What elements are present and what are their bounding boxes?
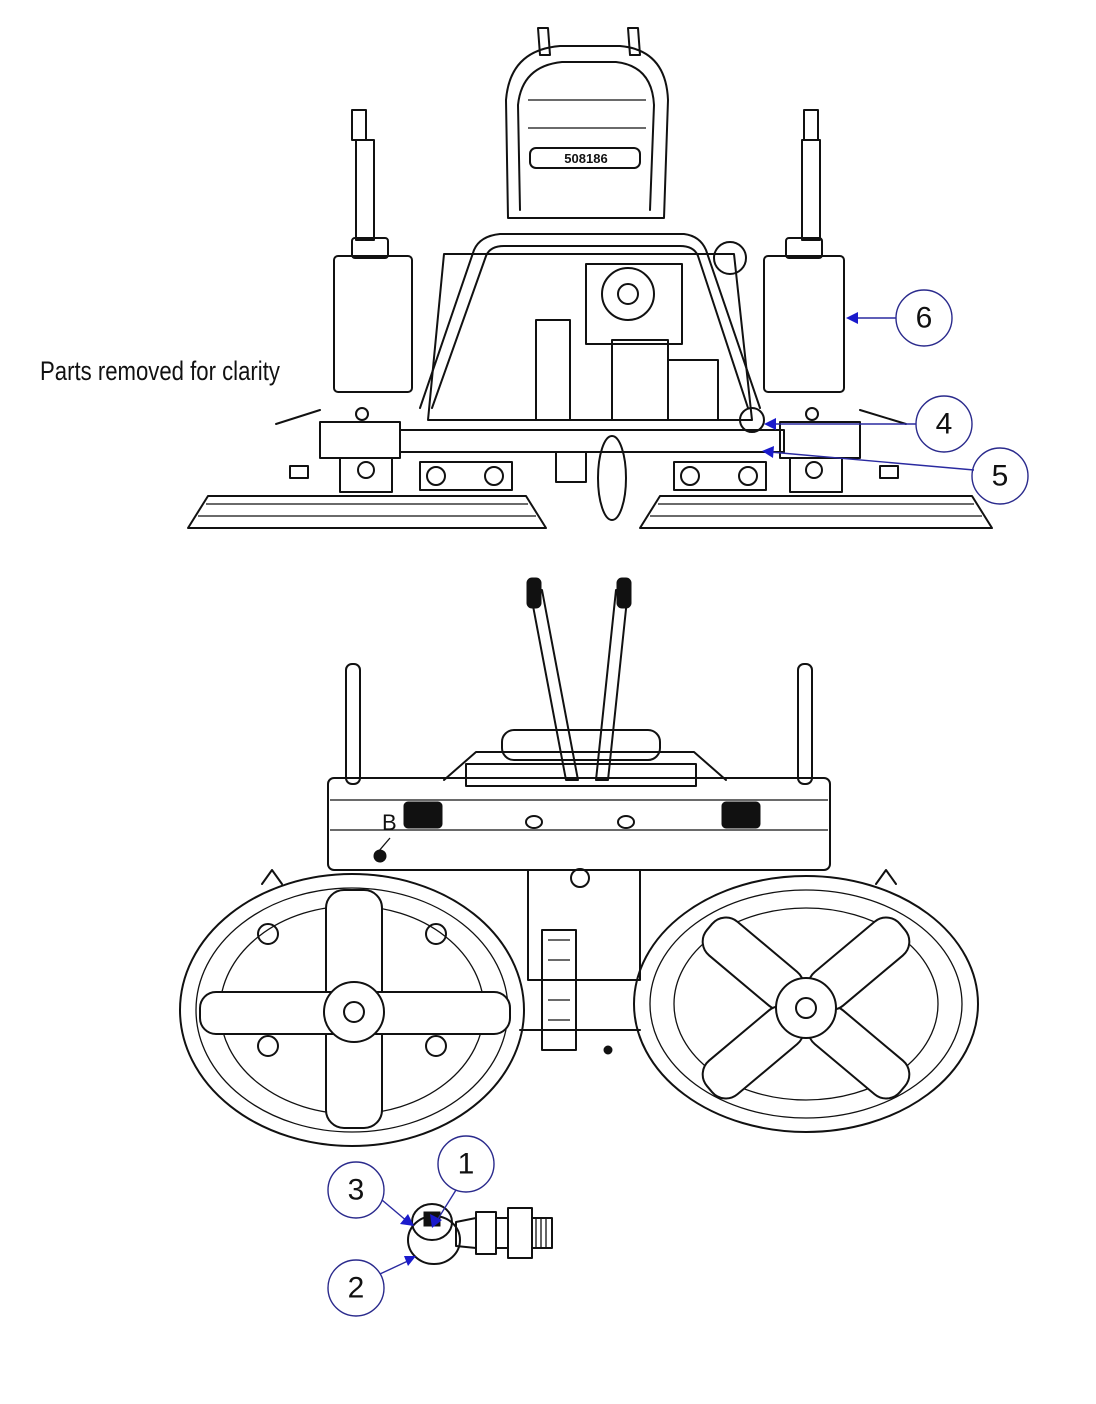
callout-label-4: 4	[936, 408, 953, 441]
machine-top-view: B	[179, 577, 979, 1147]
leader-2	[379, 1259, 411, 1275]
callout-5: 5	[971, 447, 1029, 505]
callout-1: 1	[437, 1135, 495, 1193]
callout-3: 3	[327, 1161, 385, 1219]
callout-label-1: 1	[458, 1148, 475, 1181]
machine-rear-view: 508186	[187, 27, 993, 529]
callout-label-6: 6	[916, 302, 933, 335]
detail-label-b: B	[382, 810, 397, 835]
callout-6: 6	[895, 289, 953, 347]
note-text: Parts removed for clarity	[40, 356, 280, 386]
fitting-detail	[407, 1203, 553, 1265]
callout-label-5: 5	[992, 460, 1009, 493]
callout-4: 4	[915, 395, 973, 453]
leader-3	[381, 1199, 409, 1223]
callout-label-2: 2	[348, 1272, 365, 1305]
leader-1	[435, 1189, 457, 1223]
leader-5	[769, 451, 975, 471]
seat-plate-number: 508186	[564, 151, 607, 166]
callout-label-3: 3	[348, 1174, 365, 1207]
callout-2: 2	[327, 1259, 385, 1317]
